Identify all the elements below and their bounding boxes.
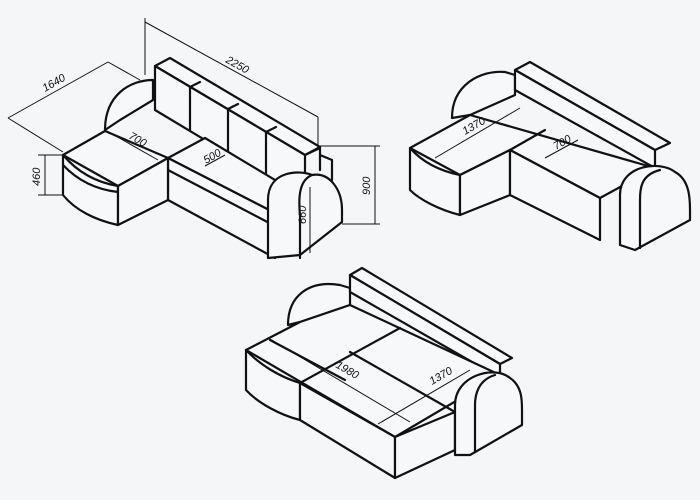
right-armrest (618, 164, 692, 252)
dim-line-1370 (377, 369, 471, 425)
dim-line-1640 (7, 61, 141, 153)
left-armrest (450, 70, 517, 120)
dim-line-500 (204, 154, 226, 167)
back-cushion-dividers (188, 80, 278, 177)
dim-line-1980 (269, 338, 411, 423)
dim-line-1370 (434, 107, 521, 159)
corner-sofa-assembled: 2250 1640 700 500 460 660 900 (7, 18, 380, 260)
label-660: 660 (297, 205, 309, 224)
dim-line-700 (544, 139, 579, 159)
dim-line-700 (106, 130, 159, 161)
dim-line-900 (320, 145, 380, 225)
left-armrest (103, 78, 155, 132)
label-2250: 2250 (223, 54, 252, 77)
corner-sofa-top-view: 1370 700 (408, 60, 692, 252)
label-900: 900 (361, 176, 373, 195)
chaise-side (116, 156, 170, 227)
left-armrest (286, 282, 352, 327)
right-armrest (453, 371, 524, 457)
label-1640: 1640 (41, 72, 69, 95)
sofa-bed-unfolded: 1980 1370 (244, 266, 524, 480)
dim-line-460 (38, 154, 63, 196)
label-460: 460 (31, 167, 43, 186)
dim-line-2250 (144, 18, 319, 148)
